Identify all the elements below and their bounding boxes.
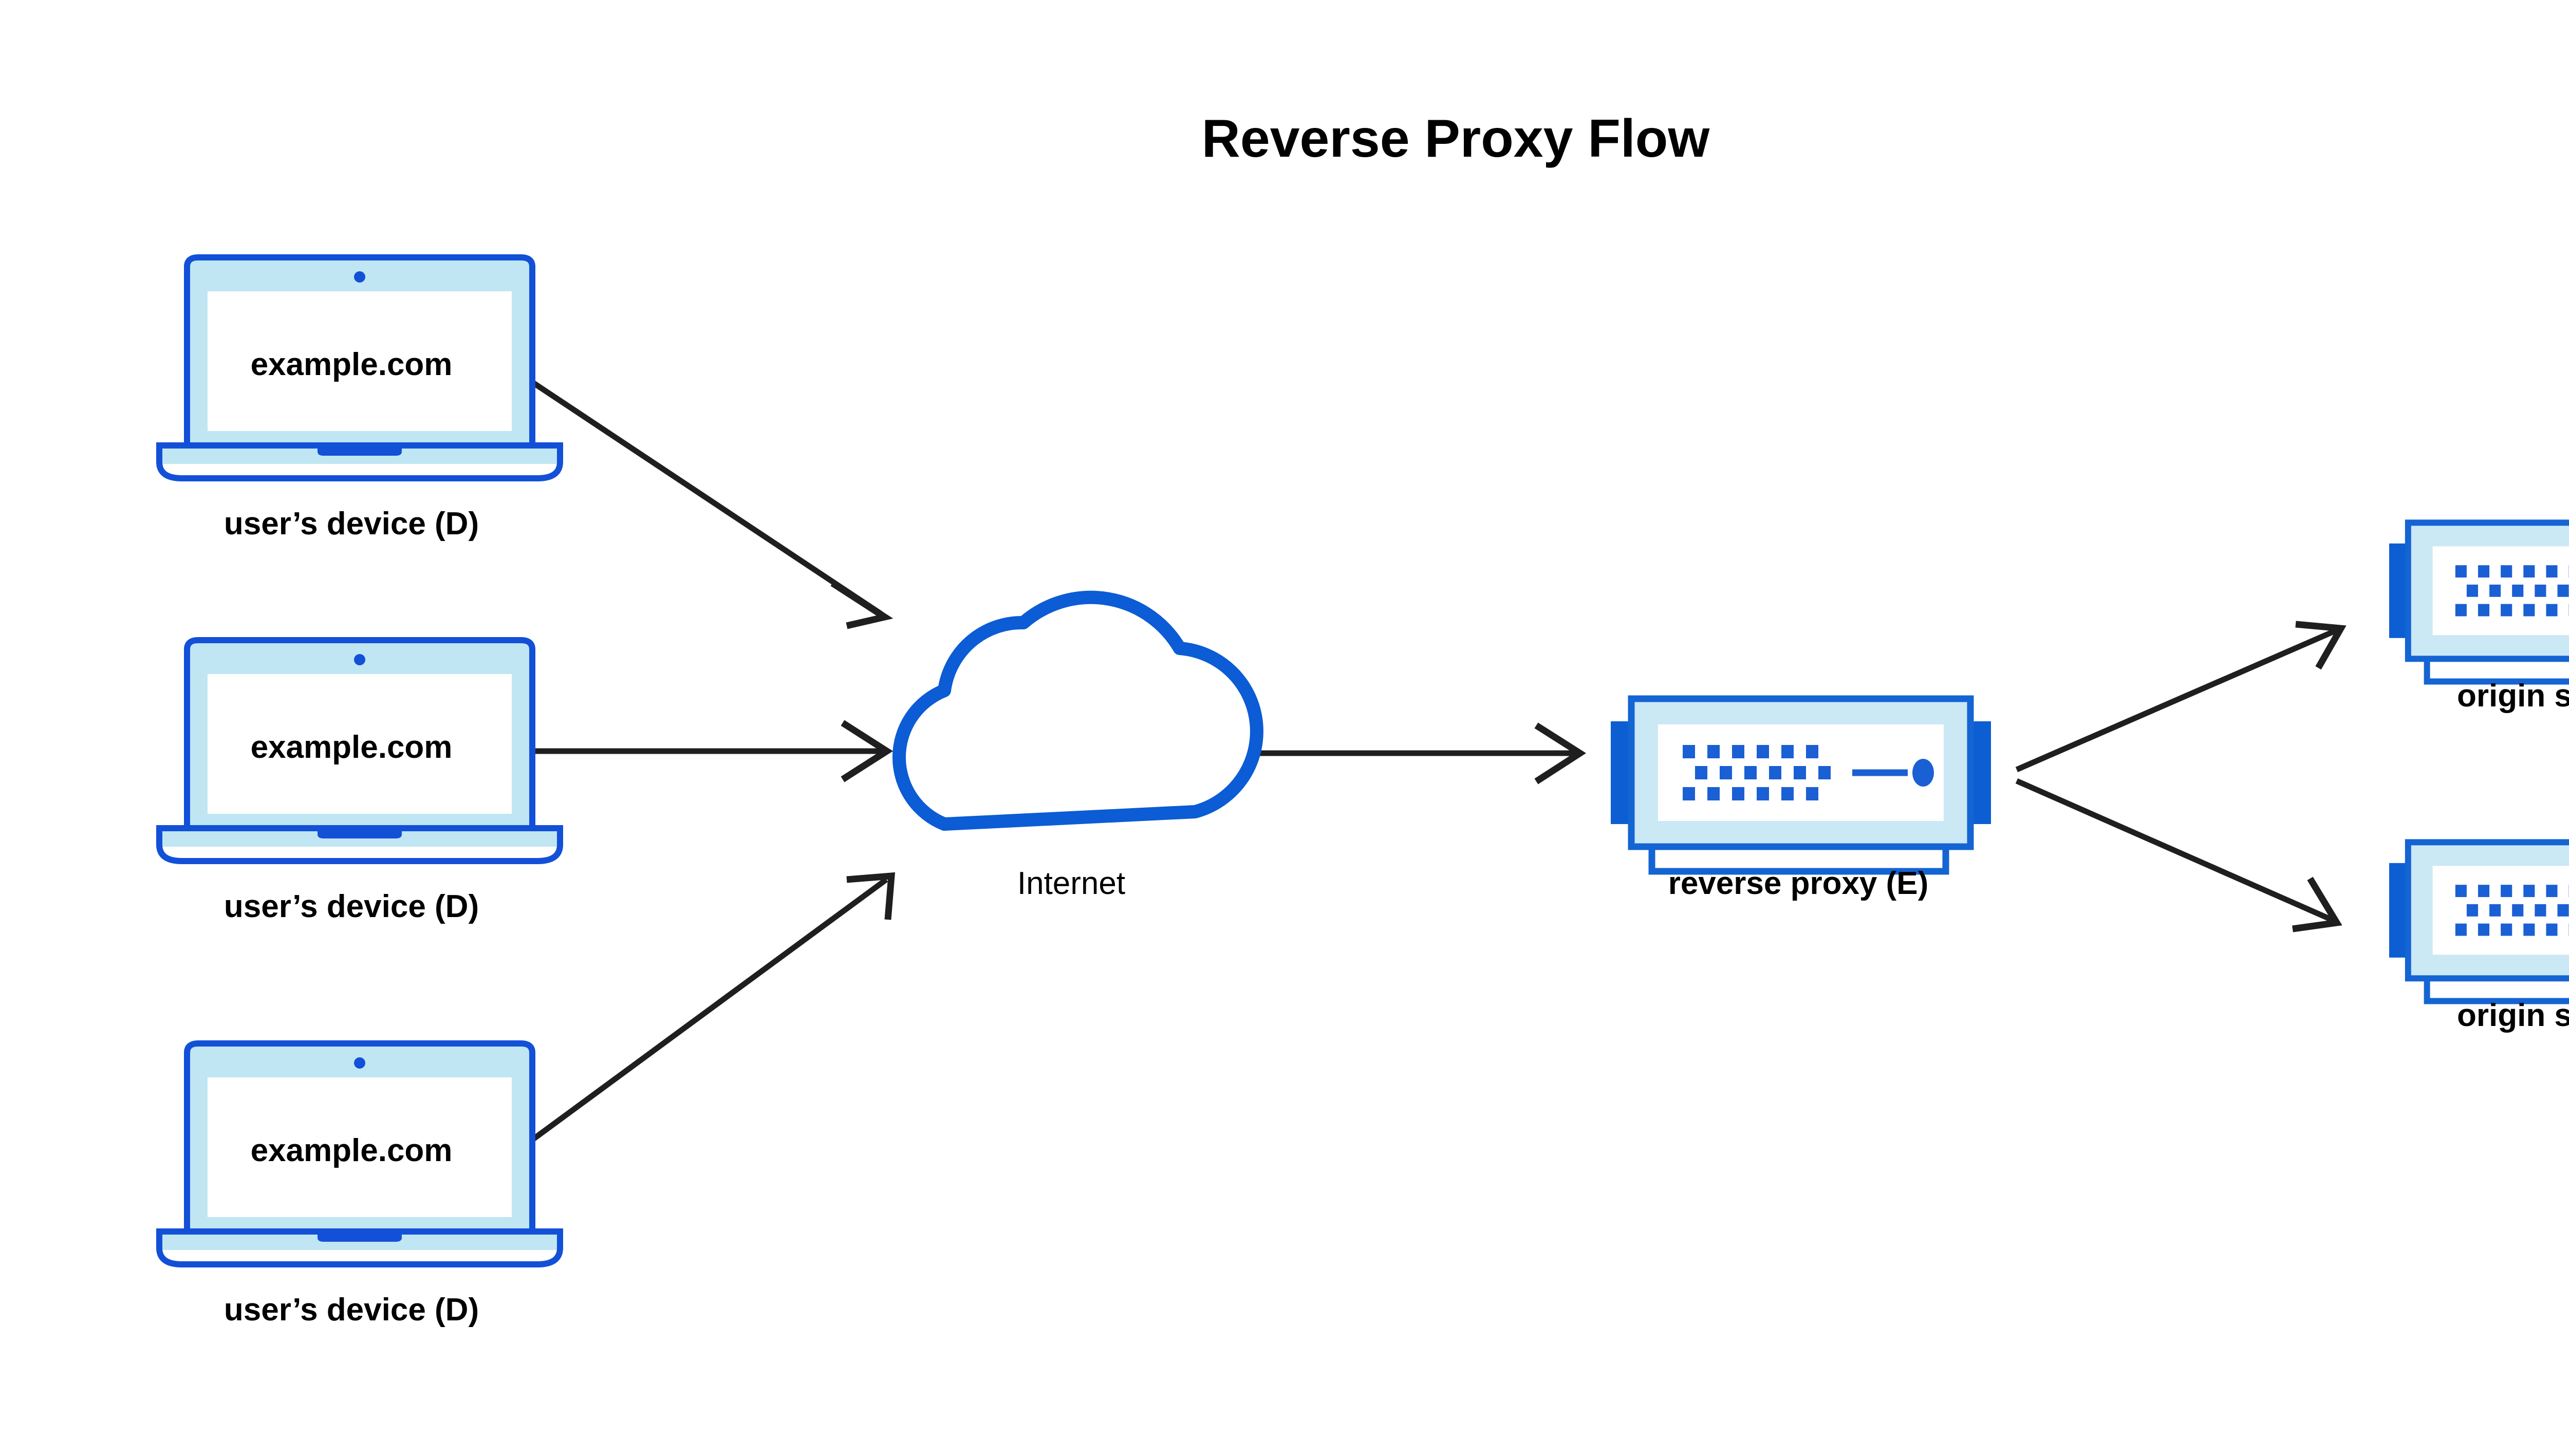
internet-label: Internet [1017, 866, 1125, 901]
node-origin-server-2[interactable]: origin server (F) [2389, 842, 2569, 1033]
edge-proxy-to-origin2 [2015, 778, 2342, 932]
client-screen-url: example.com [251, 347, 453, 382]
edge-client2-to-internet [512, 720, 893, 782]
page-title: Reverse Proxy Flow [1202, 109, 1710, 169]
server-icon [2389, 842, 2569, 1001]
origin-server-label: origin server (F) [2457, 678, 2569, 714]
edge-internet-to-proxy [1231, 722, 1587, 785]
client-screen-url: example.com [251, 730, 453, 765]
server-icon [1611, 699, 1991, 871]
origin-server-label: origin server (F) [2457, 998, 2569, 1033]
client-label: user’s device (D) [224, 889, 479, 924]
reverse-proxy-label: reverse proxy (E) [1668, 866, 1929, 901]
node-origin-server-1[interactable]: origin server (F) [2389, 522, 2569, 714]
node-client-laptop-2[interactable]: example.com user’s device (D) [159, 640, 560, 924]
node-internet-cloud[interactable]: Internet [892, 590, 1263, 901]
edge-client3-to-internet [512, 872, 896, 1156]
client-screen-url: example.com [251, 1133, 453, 1168]
edge-client1-to-internet [512, 367, 893, 629]
client-label: user’s device (D) [224, 506, 479, 542]
edge-proxy-to-origin1 [2015, 621, 2347, 773]
client-label: user’s device (D) [224, 1292, 479, 1328]
node-client-laptop-3[interactable]: example.com user’s device (D) [159, 1043, 560, 1328]
node-client-laptop-1[interactable]: example.com user’s device (D) [159, 257, 560, 542]
node-reverse-proxy[interactable]: reverse proxy (E) [1611, 699, 1991, 901]
server-icon [2389, 522, 2569, 681]
cloud-icon [892, 590, 1263, 831]
